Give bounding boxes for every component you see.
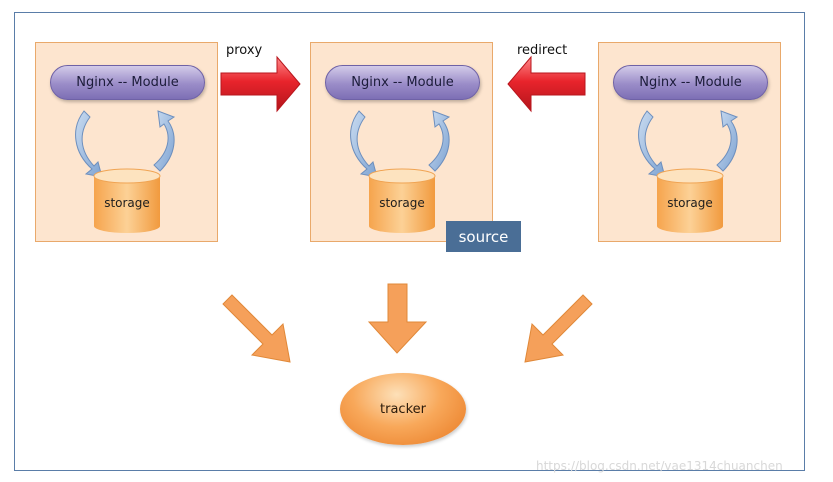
left-server-panel: Nginx -- Module storage [35, 42, 218, 242]
center-storage: storage [368, 168, 436, 234]
proxy-arrow-icon [220, 55, 301, 113]
right-to-tracker-arrow-icon [524, 294, 593, 363]
diagram-frame [14, 12, 805, 471]
right-storage: storage [656, 168, 724, 234]
center-server-panel: Nginx -- Module storage [310, 42, 493, 242]
center-storage-label: storage [379, 196, 425, 210]
proxy-label: proxy [226, 43, 263, 58]
left-nginx-module: Nginx -- Module [50, 65, 205, 100]
center-nginx-module: Nginx -- Module [325, 65, 480, 100]
right-nginx-module: Nginx -- Module [613, 65, 768, 100]
right-storage-label: storage [667, 196, 713, 210]
left-storage: storage [93, 168, 161, 234]
left-storage-label: storage [104, 196, 150, 210]
watermark: https://blog.csdn.net/vae1314chuanchen [536, 459, 783, 473]
redirect-label: redirect [517, 43, 568, 58]
redirect-arrow-icon [507, 55, 586, 113]
source-badge: source [446, 221, 521, 252]
tracker-node: tracker [340, 373, 466, 445]
left-to-tracker-arrow-icon [222, 294, 291, 363]
center-to-tracker-arrow-icon [367, 283, 428, 354]
right-server-panel: Nginx -- Module storage [598, 42, 781, 242]
